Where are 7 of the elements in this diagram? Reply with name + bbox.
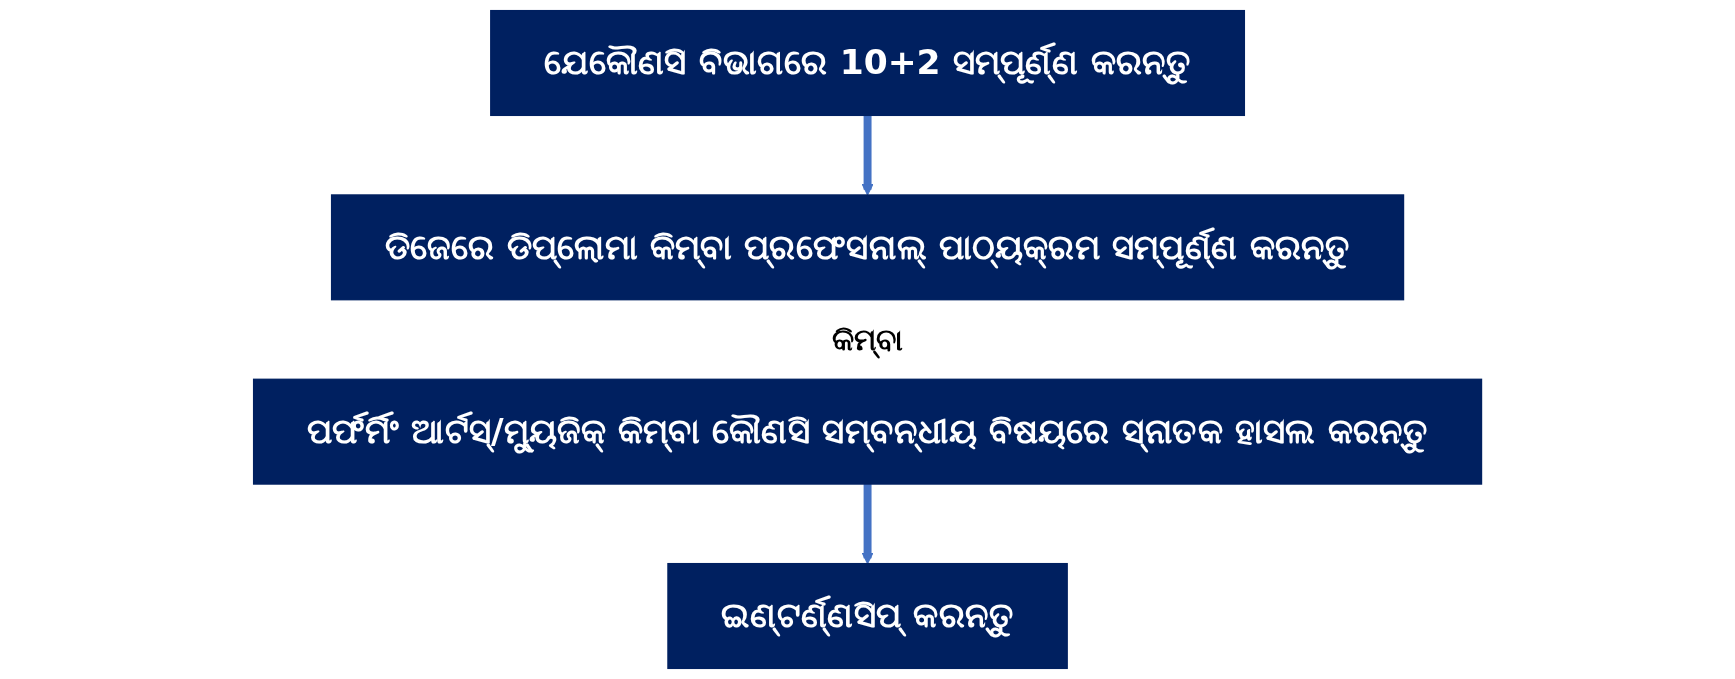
arrow — [861, 115, 874, 196]
arrow — [861, 484, 874, 565]
node-box: ଇଣ୍ଟର୍ଣ୍ଣସିପ୍ କରନ୍ତୁ — [667, 562, 1068, 670]
node-box: ଯେକୌଣସି ବିଭାଗରେ 10+2 ସମ୍ପୂର୍ଣ୍ଣ କରନ୍ତୁ — [490, 9, 1245, 117]
node-box: ପର୍ଫର୍ମିଂ ଆର୍ଟସ୍/ମ୍ୟୁଜିକ୍ କିମ୍ବା କୌଣସି ସମ୍ବନ୍ଧୀୟ ବିଷୟରେ ସ୍ନାତକ ହାସଲ କରନ୍ତୁ — [252, 378, 1483, 485]
connector-text: କିମ୍ବା — [832, 321, 903, 358]
node-box: ଡିଜେରେ ଡିପ୍ଲୋମା କିମ୍ବା ପ୍ରଫେସନାଲ୍ ପାଠ୍ୟକ୍ରମ ସମ୍ପୂର୍ଣ୍ଣ କରନ୍ତୁ — [330, 194, 1405, 301]
